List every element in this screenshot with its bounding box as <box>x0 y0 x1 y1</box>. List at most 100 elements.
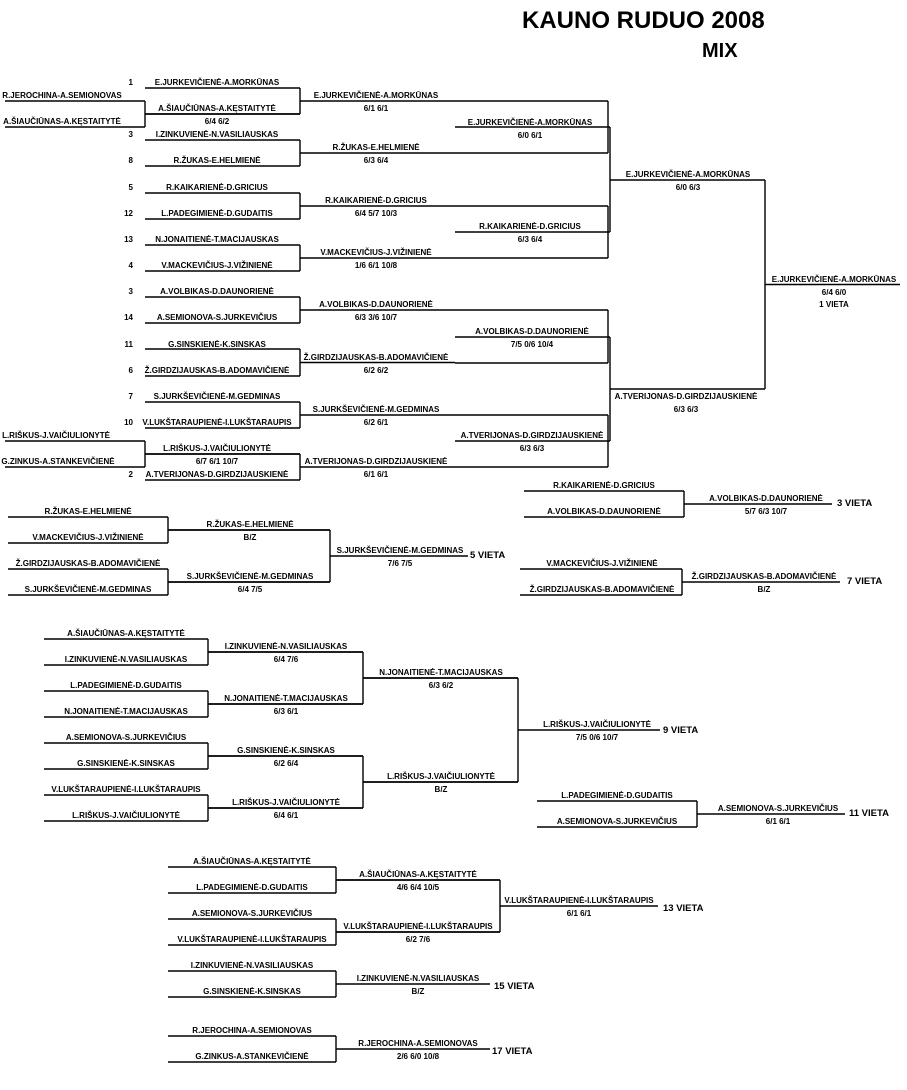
seed-number: 5 <box>128 183 133 192</box>
place13-score: 6/1 6/1 <box>566 909 592 918</box>
qualifier-entry: A.ŠIAUČIŪNAS-A.KĘSTAITYTĖ <box>3 117 121 126</box>
main-r1-entry: A.SEMIONOVA-S.JURKEVIČIUS <box>156 313 278 322</box>
place13-semi-winner: A.ŠIAUČIŪNAS-A.KĘSTAITYTĖ <box>359 870 477 879</box>
place15-label: 15 VIETA <box>494 981 535 992</box>
main-r2-winner: Ž.GIRDZIJAUSKAS-B.ADOMAVIČIENĖ <box>303 353 449 362</box>
place11-label: 11 VIETA <box>849 808 889 819</box>
place9-entry: L.RIŠKUS-J.VAIČIULIONYTĖ <box>72 811 180 820</box>
qualifier-entry: L.RIŠKUS-J.VAIČIULIONYTĖ <box>2 431 110 440</box>
main-r1-entry: N.JONAITIENĖ-T.MACIJAUSKAS <box>155 235 279 244</box>
main-r2-score: 6/3 6/4 <box>363 156 389 165</box>
place13-entry: L.PADEGIMIENĖ-D.GUDAITIS <box>196 883 308 892</box>
place3-entry: R.KAIKARIENĖ-D.GRICIUS <box>553 481 655 490</box>
main-qf-winner: E.JURKEVIČIENĖ-A.MORKŪNAS <box>467 118 593 127</box>
final-score: 6/4 6/0 <box>821 288 847 297</box>
seed-number: 3 <box>128 287 133 296</box>
seed-number: 8 <box>128 156 133 165</box>
place9-r1-winner: N.JONAITIENĖ-T.MACIJAUSKAS <box>224 694 348 703</box>
place13-semi-score: 4/6 6/4 10/5 <box>396 883 440 892</box>
place13-label: 13 VIETA <box>663 903 704 914</box>
place9-r1-winner: I.ZINKUVIENĖ-N.VASILIAUSKAS <box>224 642 348 651</box>
main-r2-score: 6/1 6/1 <box>363 104 389 113</box>
place9-winner: L.RIŠKUS-J.VAIČIULIONYTĖ <box>543 720 651 729</box>
place9-entry: L.PADEGIMIENĖ-D.GUDAITIS <box>70 681 182 690</box>
main-r2-winner: E.JURKEVIČIENĖ-A.MORKŪNAS <box>313 91 439 100</box>
seed-number: 7 <box>128 392 133 401</box>
main-r2-score: 6/3 3/6 10/7 <box>354 313 398 322</box>
place13-entry: A.SEMIONOVA-S.JURKEVIČIUS <box>191 909 313 918</box>
main-r1-entry: V.LUKŠTARAUPIENĖ-I.LUKŠTARAUPIS <box>142 418 292 427</box>
place11-entry: A.SEMIONOVA-S.JURKEVIČIUS <box>556 817 678 826</box>
place15-winner: I.ZINKUVIENĖ-N.VASILIAUSKAS <box>356 974 480 983</box>
qualifier-score: 6/4 6/2 <box>204 117 230 126</box>
place9-entry: A.ŠIAUČIŪNAS-A.KĘSTAITYTĖ <box>67 629 185 638</box>
place9-entry: I.ZINKUVIENĖ-N.VASILIAUSKAS <box>64 655 188 664</box>
place9-entry: A.SEMIONOVA-S.JURKEVIČIUS <box>65 733 187 742</box>
seed-number: 13 <box>124 235 133 244</box>
place15-entry: I.ZINKUVIENĖ-N.VASILIAUSKAS <box>190 961 314 970</box>
main-r1-entry: L.PADEGIMIENĖ-D.GUDAITIS <box>161 209 273 218</box>
place13-semi-winner: V.LUKŠTARAUPIENĖ-I.LUKŠTARAUPIS <box>343 922 493 931</box>
main-r2-score: 1/6 6/1 10/8 <box>354 261 398 270</box>
place5-winner: S.JURKŠEVIČIENĖ-M.GEDMINAS <box>336 546 464 555</box>
place5-score: 7/6 7/5 <box>387 559 413 568</box>
place11-score: 6/1 6/1 <box>765 817 791 826</box>
place7-entry: Ž.GIRDZIJAUSKAS-B.ADOMAVIČIENĖ <box>529 585 675 594</box>
place5-entry: S.JURKŠEVIČIENĖ-M.GEDMINAS <box>24 585 152 594</box>
place9-semi-score: B/Z <box>434 785 448 794</box>
main-r2-winner: S.JURKŠEVIČIENĖ-M.GEDMINAS <box>312 405 440 414</box>
main-r2-score: 6/4 5/7 10/3 <box>354 209 398 218</box>
place5-entry: V.MACKEVIČIUS-J.VIŽINIENĖ <box>32 533 144 542</box>
seed-number: 2 <box>128 470 133 479</box>
place17-score: 2/6 6/0 10/8 <box>396 1052 440 1061</box>
main-qf-score: 6/3 6/4 <box>517 235 543 244</box>
place9-r1-winner: L.RIŠKUS-J.VAIČIULIONYTĖ <box>232 798 340 807</box>
main-sf-score: 6/0 6/3 <box>675 183 701 192</box>
main-r1-entry: A.VOLBIKAS-D.DAUNORIENĖ <box>160 287 274 296</box>
place9-label: 9 VIETA <box>663 725 699 736</box>
main-r1-entry: S.JURKŠEVIČIENĖ-M.GEDMINAS <box>153 392 281 401</box>
main-r2-score: 6/2 6/2 <box>363 366 389 375</box>
place9-semi-score: 6/3 6/2 <box>428 681 454 690</box>
place9-score: 7/5 0/6 10/7 <box>575 733 619 742</box>
main-r2-winner: R.KAIKARIENĖ-D.GRICIUS <box>325 196 427 205</box>
main-sf-score: 6/3 6/3 <box>673 405 699 414</box>
place13-entry: A.ŠIAUČIŪNAS-A.KĘSTAITYTĖ <box>193 857 311 866</box>
seed-number: 1 <box>128 78 133 87</box>
place5-entry: Ž.GIRDZIJAUSKAS-B.ADOMAVIČIENĖ <box>15 559 161 568</box>
main-sf-winner: E.JURKEVIČIENĖ-A.MORKŪNAS <box>625 170 751 179</box>
main-r1-entry: R.ŽUKAS-E.HELMIENĖ <box>173 156 261 165</box>
seed-number: 4 <box>128 261 133 270</box>
main-r2-score: 6/2 6/1 <box>363 418 389 427</box>
main-qf-score: 6/3 6/3 <box>519 444 545 453</box>
place13-winner: V.LUKŠTARAUPIENĖ-I.LUKŠTARAUPIS <box>504 896 654 905</box>
main-sf-winner: A.TVERIJONAS-D.GIRDZIJAUSKIENĖ <box>614 392 758 401</box>
main-qf-score: 7/5 0/6 10/4 <box>510 340 554 349</box>
main-r1-entry: G.SINSKIENĖ-K.SINSKAS <box>168 340 266 349</box>
main-qf-winner: A.VOLBIKAS-D.DAUNORIENĖ <box>475 327 589 336</box>
main-qf-winner: A.TVERIJONAS-D.GIRDZIJAUSKIENĖ <box>460 431 604 440</box>
main-r1-entry: L.RIŠKUS-J.VAIČIULIONYTĖ <box>163 444 271 453</box>
place9-entry: G.SINSKIENĖ-K.SINSKAS <box>77 759 175 768</box>
final-place: 1 VIETA <box>819 300 849 309</box>
page-title: KAUNO RUDUO 2008 <box>522 7 765 34</box>
place7-label: 7 VIETA <box>847 576 883 587</box>
seed-number: 3 <box>128 130 133 139</box>
place17-label: 17 VIETA <box>492 1046 533 1057</box>
main-r1-entry: E.JURKEVIČIENĖ-A.MORKŪNAS <box>154 78 280 87</box>
place3-winner: A.VOLBIKAS-D.DAUNORIENĖ <box>709 494 823 503</box>
main-r2-winner: R.ŽUKAS-E.HELMIENĖ <box>332 143 420 152</box>
place5-semi-score: B/Z <box>243 533 257 542</box>
final-winner: E.JURKEVIČIENĖ-A.MORKŪNAS <box>771 275 897 284</box>
qualifier-entry: R.JEROCHINA-A.SEMIONOVAS <box>2 91 122 100</box>
place7-winner: Ž.GIRDZIJAUSKAS-B.ADOMAVIČIENĖ <box>691 572 837 581</box>
place17-winner: R.JEROCHINA-A.SEMIONOVAS <box>358 1039 478 1048</box>
place15-entry: G.SINSKIENĖ-K.SINSKAS <box>203 987 301 996</box>
main-r1-entry: A.TVERIJONAS-D.GIRDZIJAUSKIENĖ <box>145 470 289 479</box>
main-r2-score: 6/1 6/1 <box>363 470 389 479</box>
place13-semi-score: 6/2 7/6 <box>405 935 431 944</box>
main-qf-winner: R.KAIKARIENĖ-D.GRICIUS <box>479 222 581 231</box>
place9-r1-score: 6/4 6/1 <box>273 811 299 820</box>
qualifier-entry: G.ZINKUS-A.STANKEVIČIENĖ <box>1 457 115 466</box>
place11-entry: L.PADEGIMIENĖ-D.GUDAITIS <box>561 791 673 800</box>
